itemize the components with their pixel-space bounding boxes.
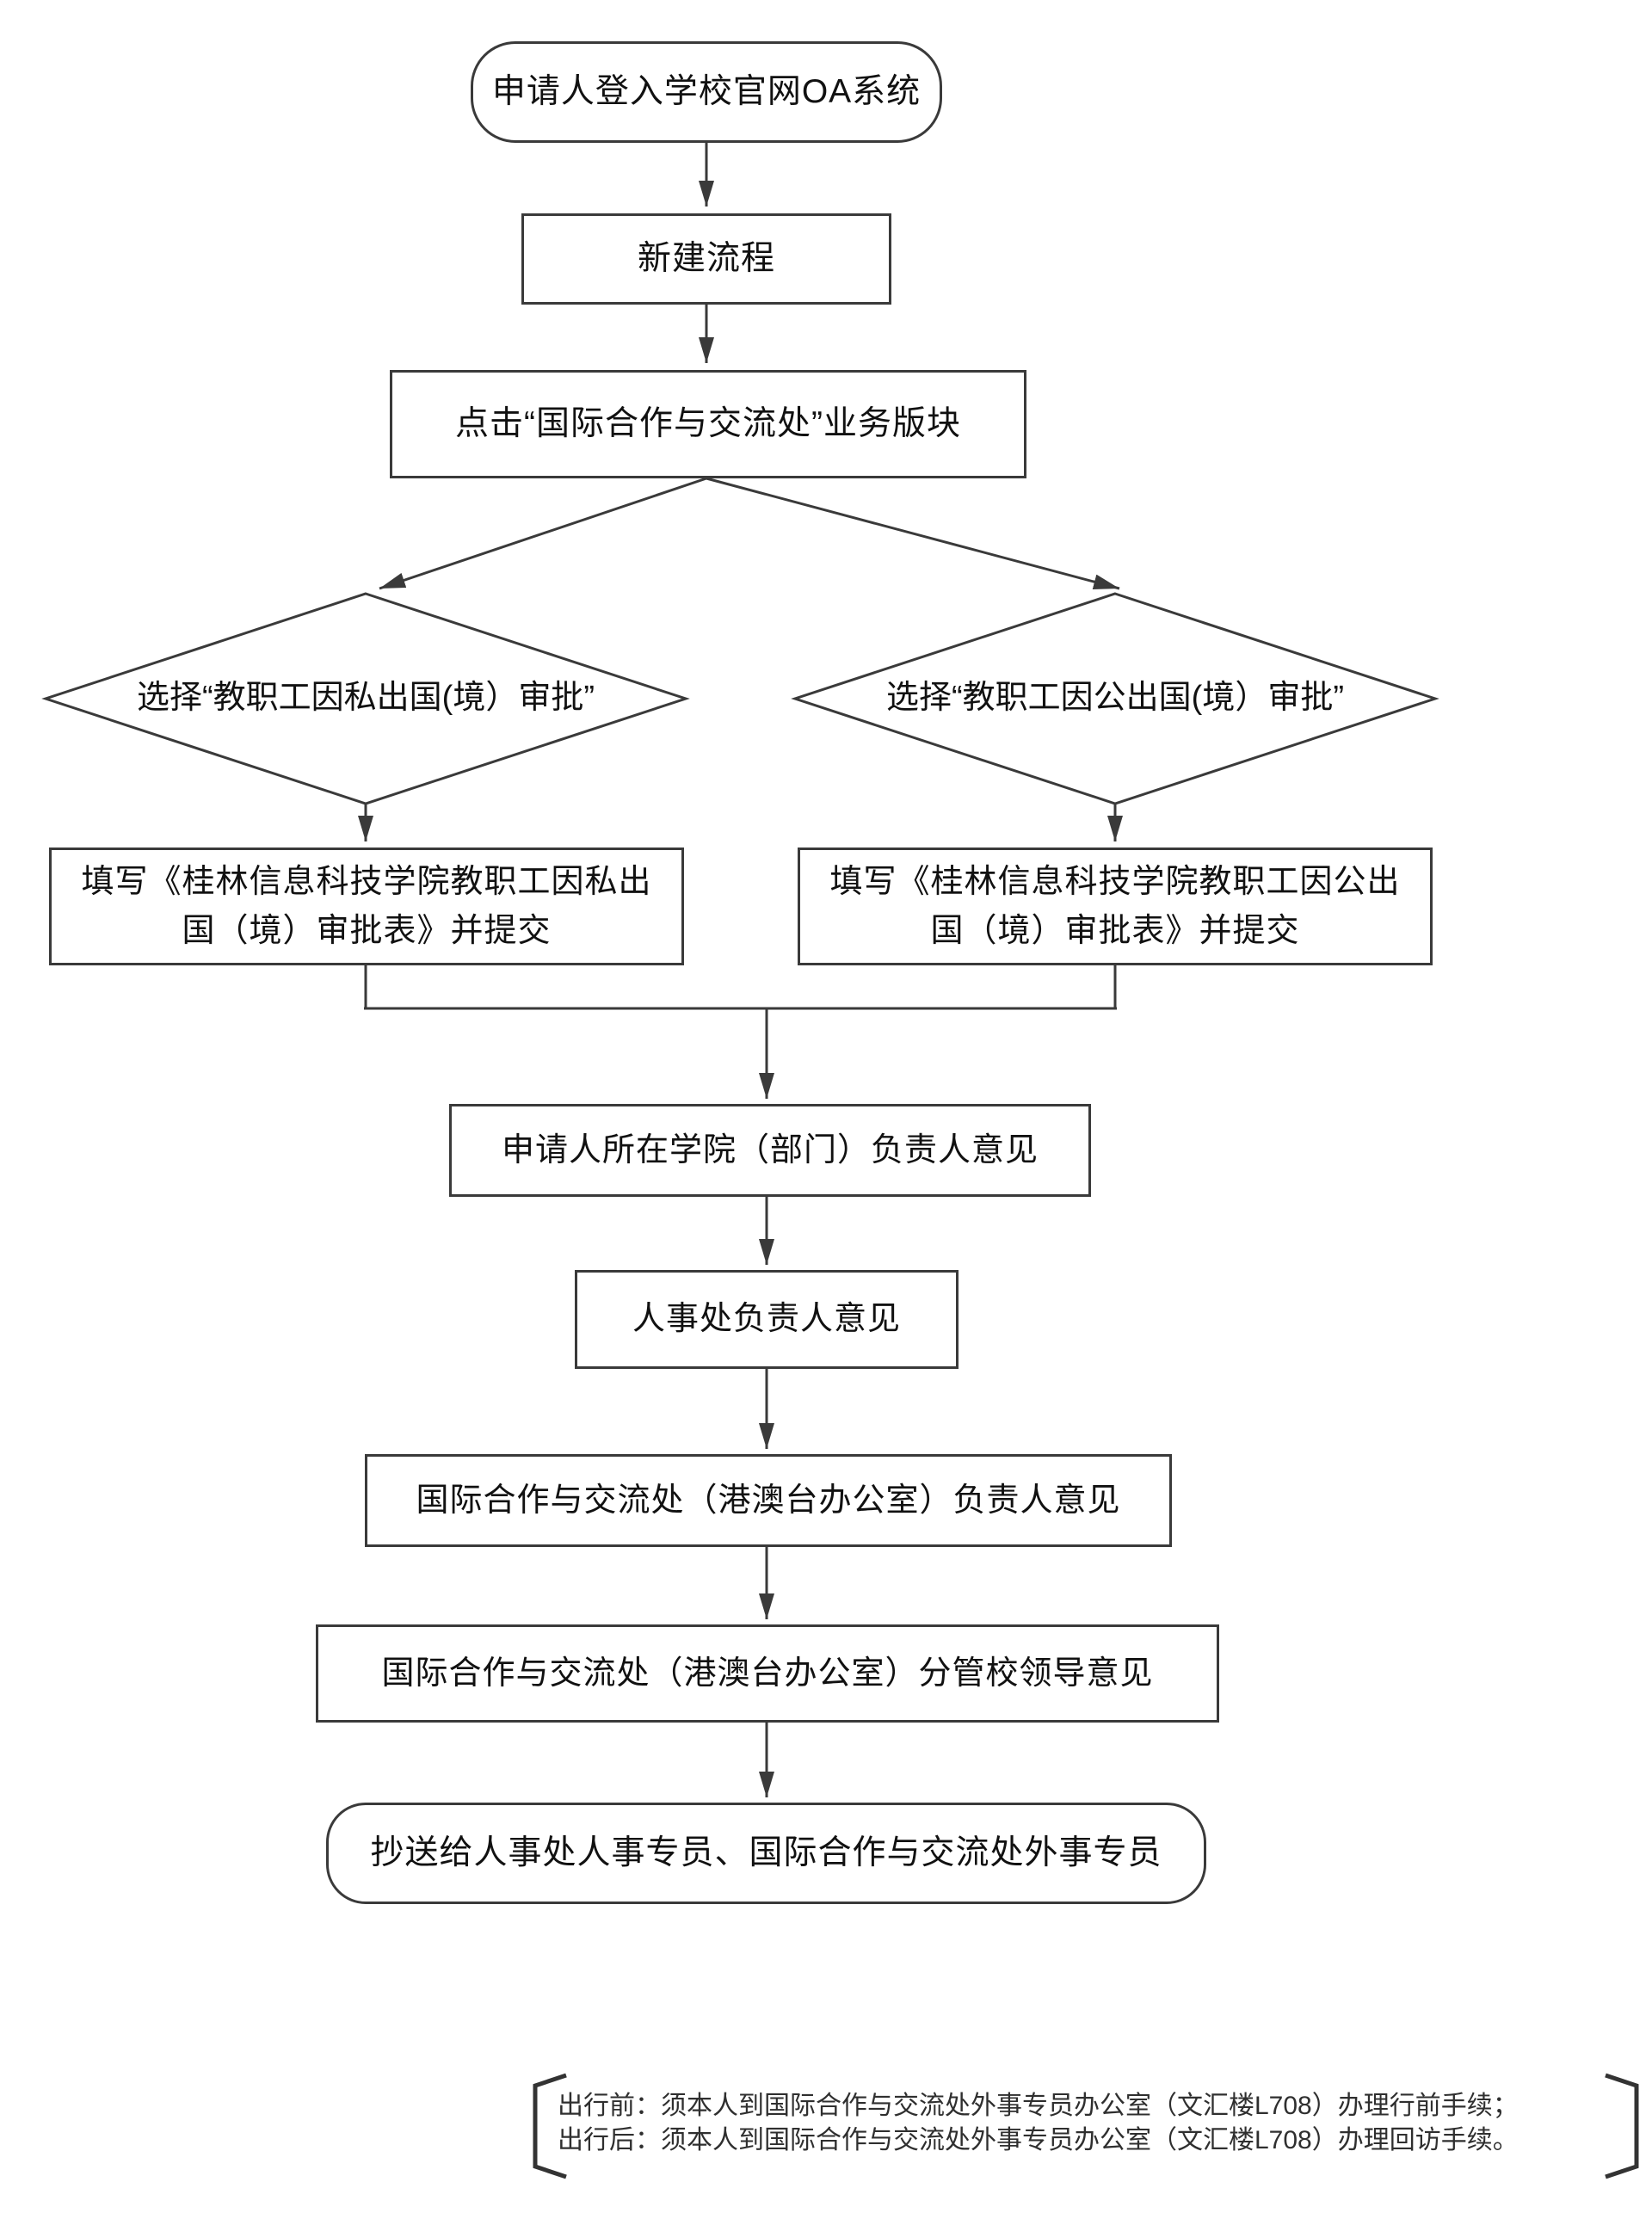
private-decision-label: 选择“教职工因私出国(境）审批”	[137, 680, 595, 717]
note-line-after-travel: 出行后：须本人到国际合作与交流处外事专员办公室（文汇楼L708）办理回访手续。	[558, 2126, 1519, 2154]
school-leader-opinion-node: 国际合作与交流处（港澳台办公室）分管校领导意见	[316, 1624, 1219, 1723]
hr-head-opinion-node: 人事处负责人意见	[575, 1270, 959, 1369]
dept-head-opinion-node: 申请人所在学院（部门）负责人意见	[449, 1104, 1091, 1197]
note-line-before-travel: 出行前：须本人到国际合作与交流处外事专员办公室（文汇楼L708）办理行前手续；	[558, 2092, 1519, 2120]
fill-public-form-node: 填写《桂林信息科技学院教职工因公出 国（境）审批表》并提交	[798, 848, 1433, 965]
click-module-node: 点击“国际合作与交流处”业务版块	[390, 370, 1026, 478]
pre-post-travel-note: 出行前：须本人到国际合作与交流处外事专员办公室（文汇楼L708）办理行前手续； …	[558, 2089, 1603, 2158]
copy-to-specialists-node: 抄送给人事处人事专员、国际合作与交流处外事专员	[326, 1803, 1206, 1904]
note-right-bracket	[1605, 2073, 1639, 2179]
note-left-bracket	[533, 2073, 567, 2179]
new-process-node: 新建流程	[521, 213, 891, 305]
start-node: 申请人登入学校官网OA系统	[471, 41, 942, 143]
arrow-click-to-public-diamond	[706, 477, 1120, 590]
intl-office-head-opinion-node: 国际合作与交流处（港澳台办公室）负责人意见	[365, 1454, 1172, 1547]
arrow-click-to-private-diamond	[379, 477, 707, 590]
public-decision-label: 选择“教职工因公出国(境）审批”	[886, 680, 1344, 717]
fill-private-form-node: 填写《桂林信息科技学院教职工因私出 国（境）审批表》并提交	[49, 848, 684, 965]
